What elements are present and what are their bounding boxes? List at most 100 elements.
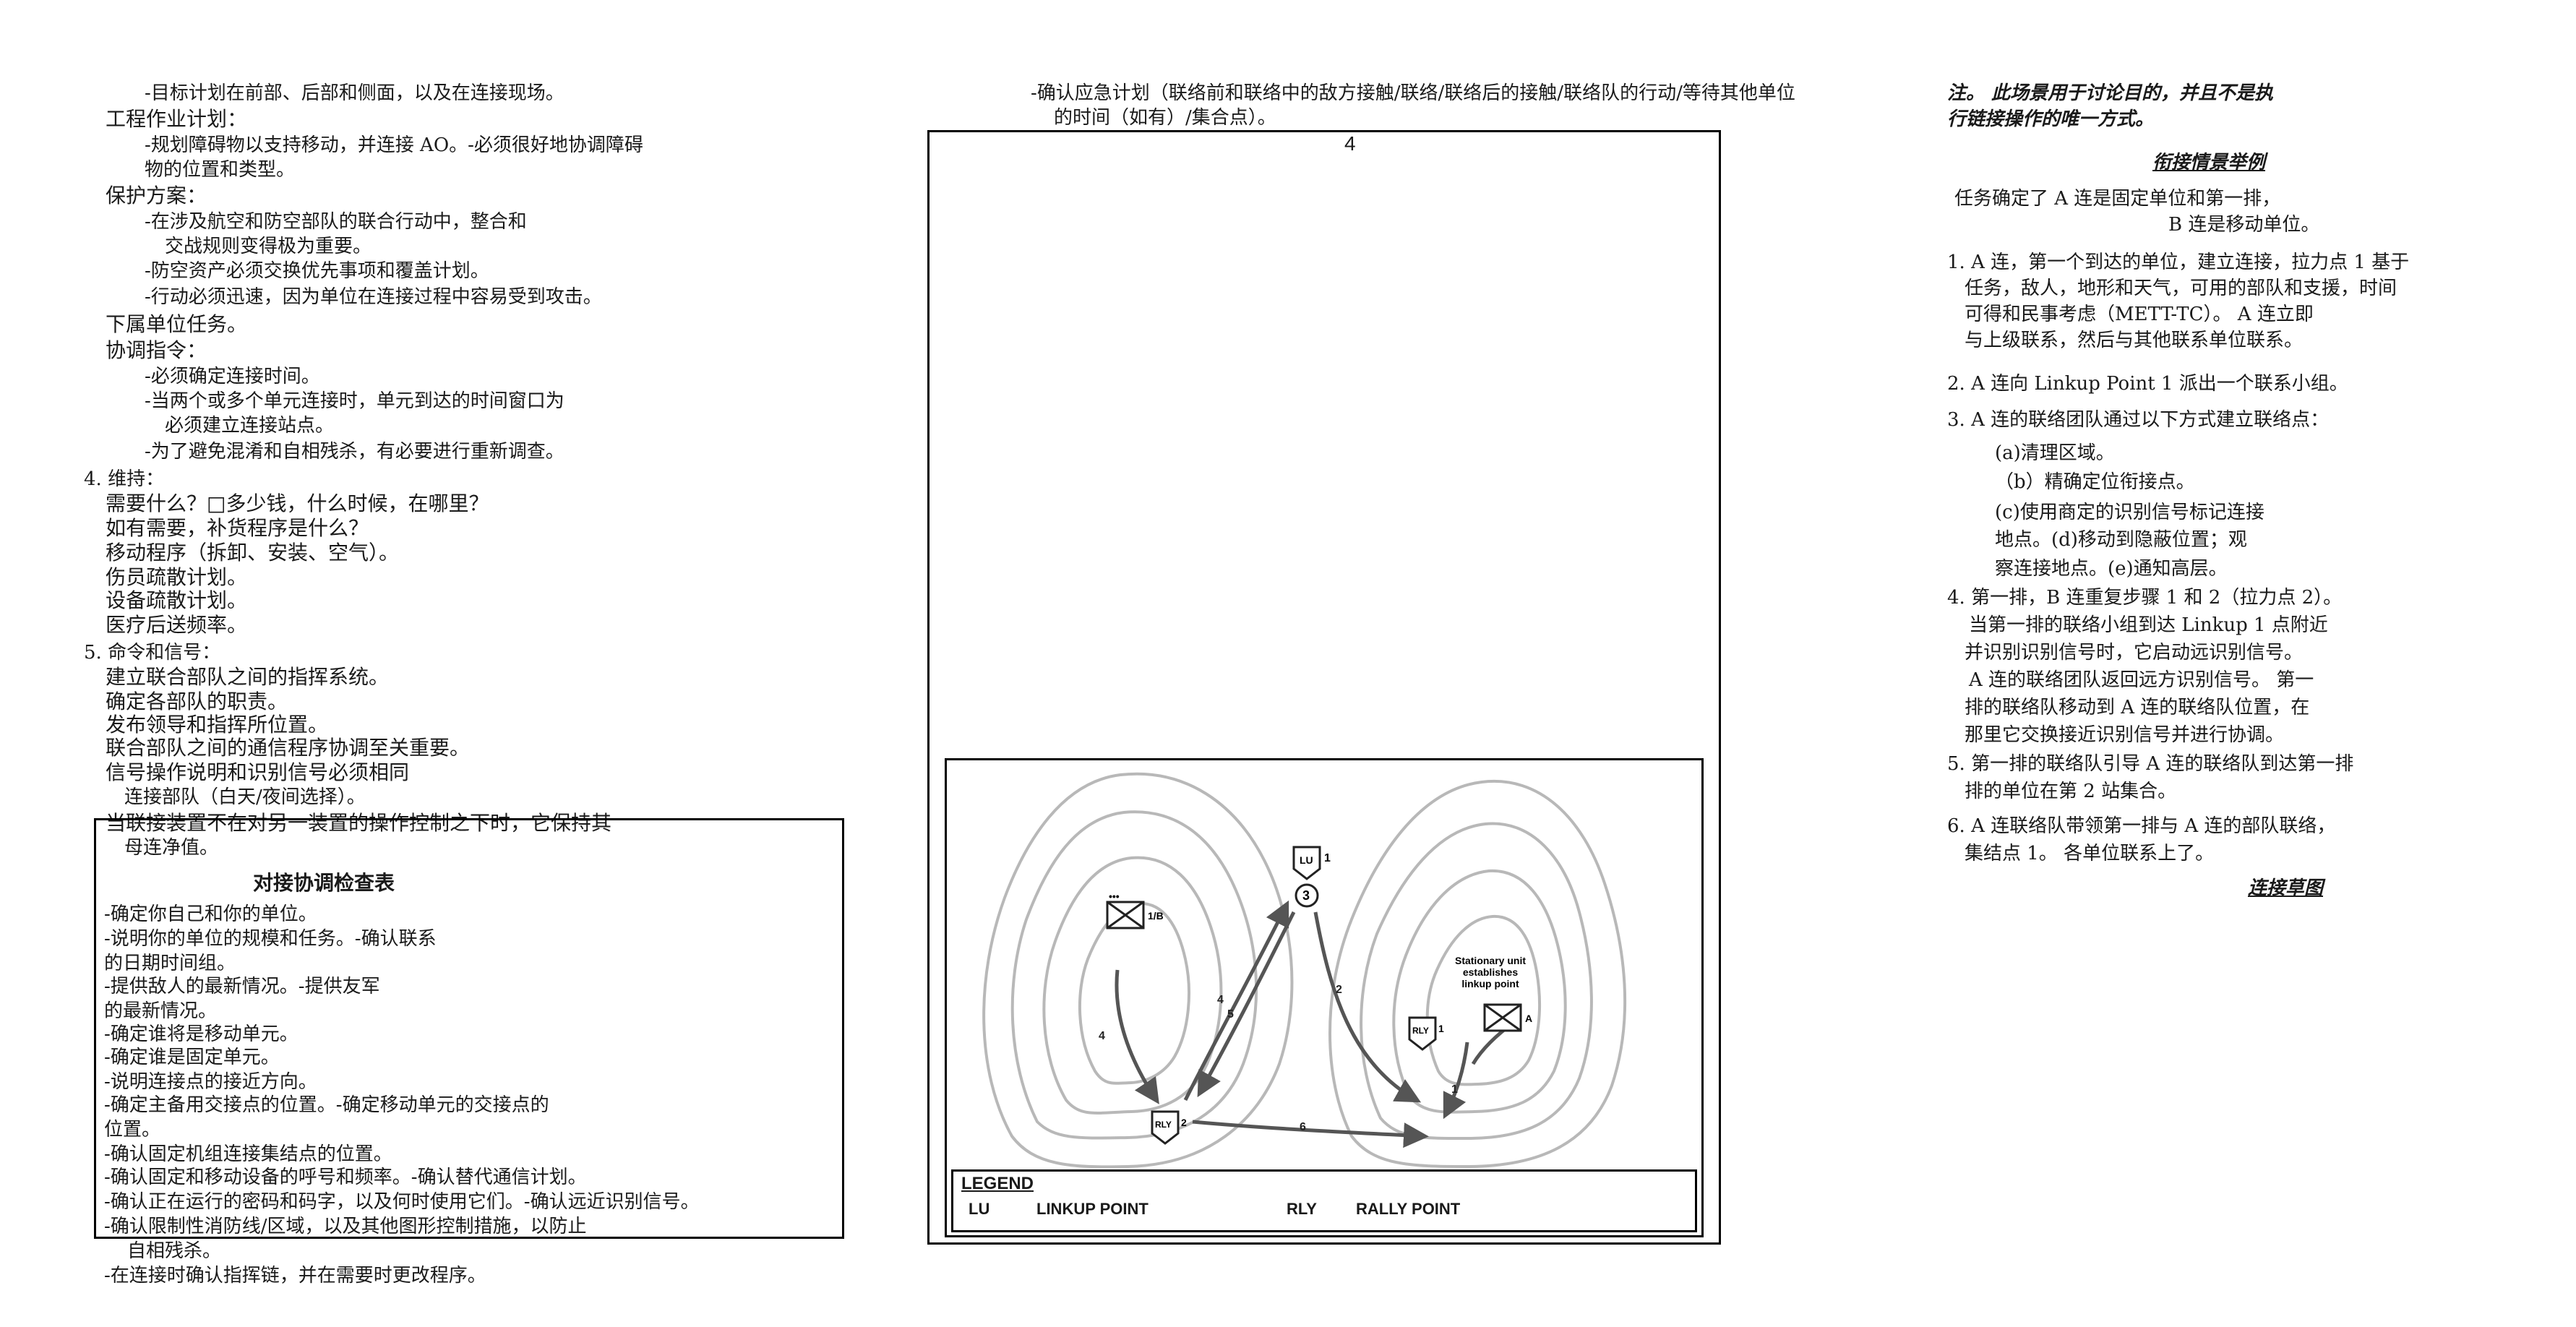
svg-text:3: 3 xyxy=(1302,888,1310,903)
rly-2-marker: RLY 2 xyxy=(1151,1110,1187,1145)
route-arrow-4-up xyxy=(1183,900,1289,1101)
page-number: 4 xyxy=(1344,132,1356,155)
text-line: -行动必须迅速，因为单位在连接过程中容易受到攻击。 xyxy=(145,286,602,308)
checklist-item: -确认固定机组连接集结点的位置。 xyxy=(104,1143,392,1165)
text-line: 的时间（如有）/集合点）。 xyxy=(1054,107,1276,129)
step-line: 3. A 连的联络团队通过以下方式建立联络点： xyxy=(1947,409,2330,431)
linkup-sketch-svg: LU 1 3 ••• 1/B A Stationary unit establi… xyxy=(982,772,1627,1169)
step-line: 并识别识别信号时，它启动远识别信号。 xyxy=(1965,642,2304,664)
checklist-item: -确认限制性消防线/区域，以及其他图形控制措施，以防止 xyxy=(104,1216,587,1237)
text-line: 确定各部队的职责。 xyxy=(106,690,288,713)
svg-text:linkup point: linkup point xyxy=(1461,978,1519,989)
checklist-title: 对接协调检查表 xyxy=(253,871,395,895)
step-line: 2. A 连向 Linkup Point 1 派出一个联系小组。 xyxy=(1947,373,2348,395)
text-line: 需要什么？□多少钱，什么时候，在哪里？ xyxy=(106,491,489,515)
step-line: 1. A 连，第一个到达的单位，建立连接，拉力点 1 基于 xyxy=(1947,252,2410,273)
text-line: -为了避免混淆和自相残杀，有必要进行重新调查。 xyxy=(145,441,564,463)
text-line: 如有需要，补货程序是什么？ xyxy=(106,516,369,540)
step-line: 地点。(d)移动到隐蔽位置；观 xyxy=(1995,529,2247,551)
checklist-item: -说明连接点的接近方向。 xyxy=(104,1071,317,1093)
route-arrow-4 xyxy=(1115,969,1159,1104)
checklist-item: -确认正在运行的密码和码字，以及何时使用它们。-确认远近识别信号。 xyxy=(104,1191,700,1213)
text-line: 交战规则变得极为重要。 xyxy=(165,236,372,257)
step-line: 察连接地点。(e)通知高层。 xyxy=(1995,558,2228,580)
step-line: (c)使用商定的识别信号标记连接 xyxy=(1995,502,2264,523)
checklist-item: -确定谁是固定单元。 xyxy=(104,1047,280,1068)
route-labels: 4 4 5 2 6 1 xyxy=(1099,984,1458,1133)
text-line: -确认应急计划（联络前和联络中的敌方接触/联络/联络后的接触/联络队的行动/等待… xyxy=(1031,82,1795,104)
legend-box xyxy=(951,1169,1697,1232)
map-frame xyxy=(927,130,1721,1245)
step-line: A 连的联络团队返回远方识别信号。 第一 xyxy=(1969,669,2314,691)
point-3-marker: 3 xyxy=(1295,883,1319,908)
step-line: 任务，敌人，地形和天气，可用的部队和支援，时间 xyxy=(1965,278,2397,299)
text-line: 发布领导和指挥所位置。 xyxy=(106,713,329,736)
svg-text:Stationary unit: Stationary unit xyxy=(1455,955,1526,966)
text-line: 医疗后送频率。 xyxy=(106,613,248,637)
contour-lines xyxy=(982,772,1627,1169)
checklist-item: 自相残杀。 xyxy=(127,1240,222,1262)
step-line: 集结点 1。 各单位联系上了。 xyxy=(1965,843,2215,864)
svg-text:establishes: establishes xyxy=(1463,966,1518,978)
text-line: 当联接装置不在对另一装置的操作控制之下时，它保持其 xyxy=(106,811,612,835)
text-line: 移动程序（拆卸、安装、空气）。 xyxy=(106,541,400,564)
text-line: 物的位置和类型。 xyxy=(145,159,296,181)
text-line: 建立联合部队之间的指挥系统。 xyxy=(106,665,390,689)
legend-rly-abbr: RLY xyxy=(1287,1200,1317,1218)
step-line: 与上级联系，然后与其他联系单位联系。 xyxy=(1965,330,2304,351)
text-line: 连接部队（白天/夜间选择）。 xyxy=(124,786,366,808)
svg-text:1: 1 xyxy=(1438,1023,1444,1034)
legend-title: LEGEND xyxy=(961,1174,1034,1193)
route-label: 4 xyxy=(1099,1030,1105,1042)
svg-text:RLY: RLY xyxy=(1155,1120,1172,1130)
step-line: 当第一排的联络小组到达 Linkup 1 点附近 xyxy=(1969,614,2328,636)
unit-a-symbol: A xyxy=(1483,1003,1532,1032)
svg-text:1: 1 xyxy=(1324,852,1331,864)
route-label: 5 xyxy=(1227,1008,1234,1021)
route-label: 1 xyxy=(1451,1083,1458,1096)
text-line: -在涉及航空和防空部队的联合行动中，整合和 xyxy=(145,211,527,233)
checklist-item: -在连接时确认指挥链，并在需要时更改程序。 xyxy=(104,1265,486,1287)
text-line: 工程作业计划： xyxy=(106,107,248,131)
linkup-sketch-map xyxy=(945,758,1704,1237)
sketch-title: 连接草图 xyxy=(2248,877,2324,899)
step-line: 6. A 连联络队带领第一排与 A 连的部队联络， xyxy=(1947,815,2336,837)
text-line: 母连净值。 xyxy=(124,837,219,859)
step-line: 5. 第一排的联络队引导 A 连的联络队到达第一排 xyxy=(1947,753,2354,775)
text-line: -必须确定连接时间。 xyxy=(145,366,320,387)
checklist-item: -确定你自己和你的单位。 xyxy=(104,903,317,925)
text-line: 信号操作说明和识别信号必须相同 xyxy=(106,760,410,784)
legend-lu-text: LINKUP POINT xyxy=(1036,1200,1149,1218)
svg-text:•••: ••• xyxy=(1109,890,1120,902)
intro-line: 任务确定了 A 连是固定单位和第一排， xyxy=(1954,188,2281,210)
checklist-item: 的日期时间组。 xyxy=(104,953,236,974)
route-label: 4 xyxy=(1217,994,1224,1006)
text-line: -规划障碍物以支持移动，并连接 AO。-必须很好地协调障碍 xyxy=(145,134,643,156)
checklist-item: -提供敌人的最新情况。-提供友军 xyxy=(104,976,380,997)
text-line: 设备疏散计划。 xyxy=(106,588,248,612)
text-line: 下属单位任务。 xyxy=(106,312,248,336)
intro-line: B 连是移动单位。 xyxy=(2168,214,2320,236)
route-label: 6 xyxy=(1300,1121,1306,1133)
step-line: 那里它交换接近识别信号并进行协调。 xyxy=(1965,724,2285,746)
route-label: 2 xyxy=(1336,984,1342,996)
checklist-item: -确定谁将是移动单元。 xyxy=(104,1023,299,1045)
lu-marker: LU 1 xyxy=(1292,846,1331,880)
svg-text:2: 2 xyxy=(1181,1117,1187,1128)
text-line: -目标计划在前部、后部和侧面，以及在连接现场。 xyxy=(145,82,564,104)
svg-text:RLY: RLY xyxy=(1412,1026,1429,1036)
step-line: (a)清理区域。 xyxy=(1995,442,2115,464)
unit-1b-symbol: ••• 1/B xyxy=(1106,890,1164,929)
legend-lu-abbr: LU xyxy=(969,1200,990,1218)
rly-1-marker: RLY 1 xyxy=(1408,1016,1444,1051)
text-line: 伤员疏散计划。 xyxy=(106,565,248,589)
route-arrow-2 xyxy=(1313,911,1422,1103)
svg-text:A: A xyxy=(1525,1013,1532,1024)
checklist-item: 位置。 xyxy=(104,1119,161,1141)
checklist-box xyxy=(94,818,844,1239)
text-line: -当两个或多个单元连接时，单元到达的时间窗口为 xyxy=(145,390,564,412)
checklist-item: -确定主备用交接点的位置。-确定移动单元的交接点的 xyxy=(104,1094,549,1116)
step-line: 排的单位在第 2 站集合。 xyxy=(1965,781,2177,802)
note-line: 行链接操作的唯一方式。 xyxy=(1947,108,2155,130)
svg-text:LU: LU xyxy=(1300,854,1313,866)
